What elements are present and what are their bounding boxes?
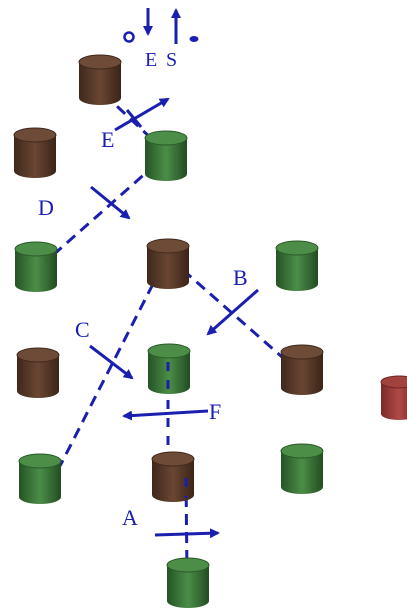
label-b: B (233, 265, 248, 290)
piece-p12 (280, 443, 324, 494)
legend-label-e: E (145, 49, 157, 71)
piece-p8 (147, 343, 191, 394)
connection-line-p3-p4 (51, 162, 157, 258)
piece-p5 (146, 238, 190, 289)
piece-p4 (14, 241, 58, 292)
piece-p11 (151, 451, 195, 502)
label-c: C (75, 317, 90, 342)
piece-p7 (16, 347, 60, 398)
piece-p2 (13, 127, 57, 178)
label-a: A (122, 505, 138, 530)
label-e: E (101, 127, 114, 152)
arrow-e (114, 97, 170, 132)
piece-p6 (275, 240, 319, 291)
piece-p1 (78, 54, 122, 105)
arrow-b (206, 288, 259, 336)
piece-p10 (18, 453, 62, 504)
piece-p9 (280, 344, 324, 395)
label-d: D (38, 195, 54, 220)
connection-line-p5-p9 (182, 268, 283, 359)
tick-e (125, 109, 143, 128)
arrow-a (154, 528, 220, 539)
connection-line-p5-p10 (58, 283, 155, 467)
piece-p13 (166, 557, 210, 608)
legend-label-s: S (166, 49, 177, 71)
piece-p3 (144, 130, 188, 181)
legend: E S (123, 8, 199, 71)
open-circle-icon (123, 31, 135, 43)
arrow-f (122, 409, 209, 421)
arrow-c (89, 344, 134, 380)
arrow-d (90, 185, 131, 220)
connection-overlays (166, 362, 188, 498)
edge-piece-red (380, 375, 407, 420)
arrows (89, 97, 259, 539)
label-f: F (209, 399, 221, 424)
filled-dot-icon (189, 36, 199, 42)
connection-line-p1-p3 (102, 92, 157, 144)
